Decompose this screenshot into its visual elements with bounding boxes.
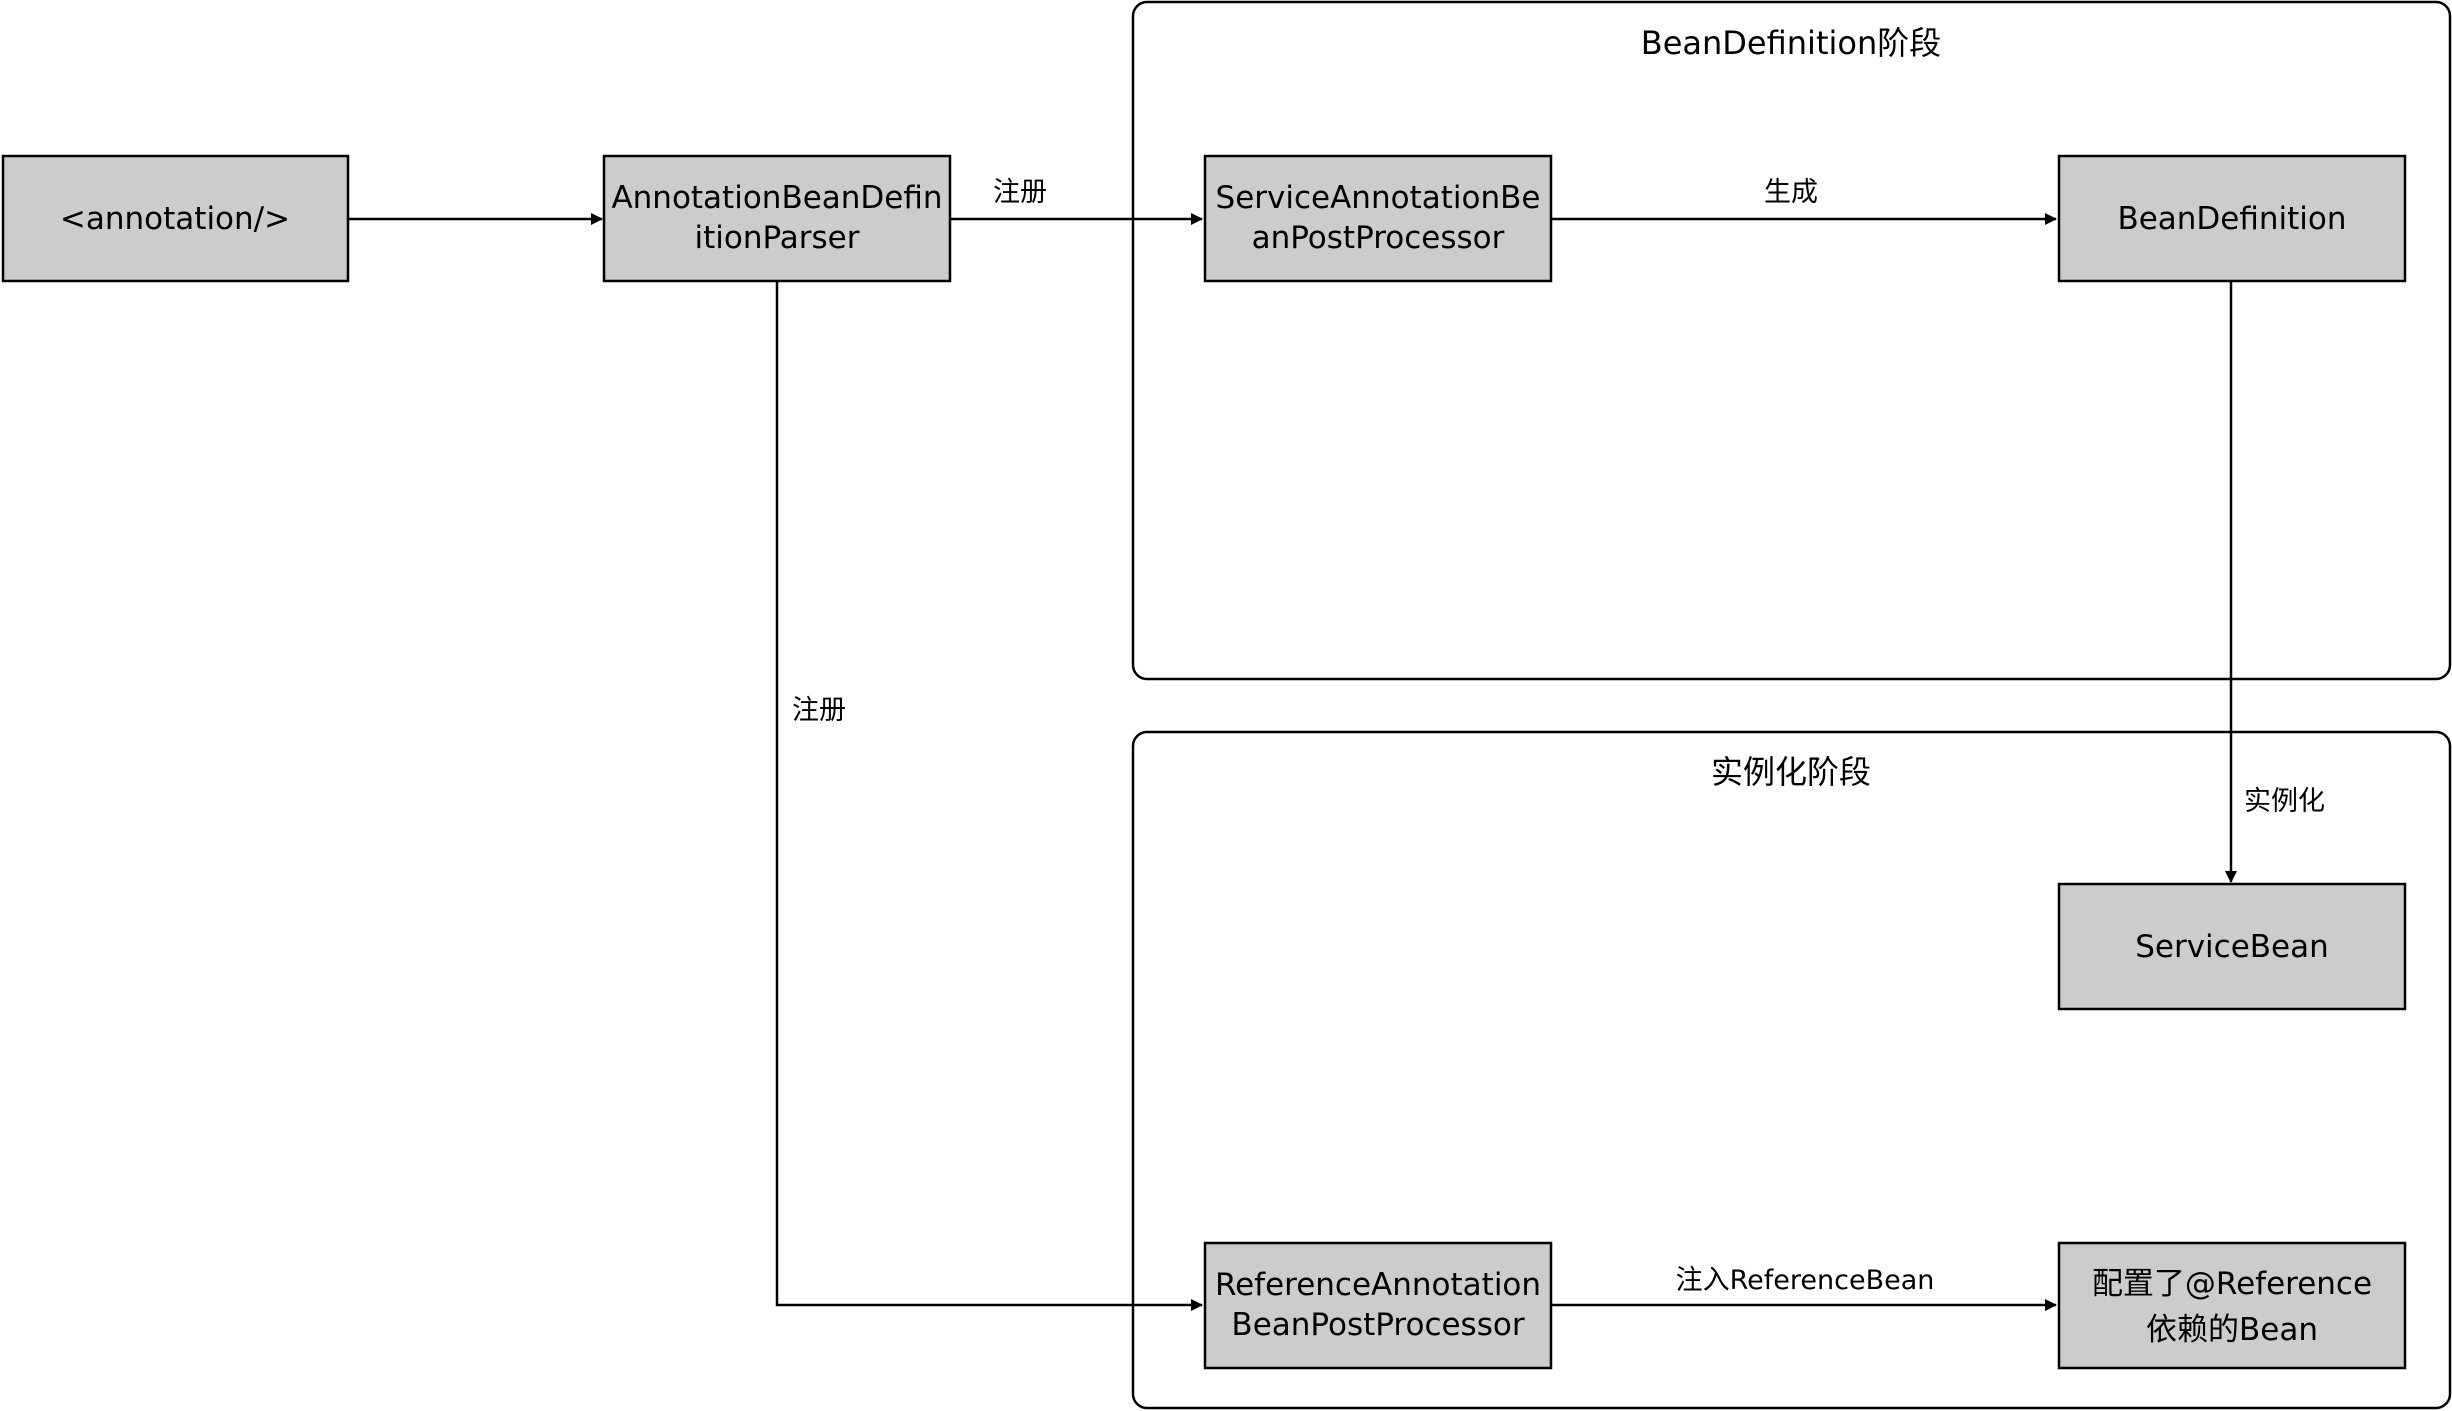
edge-label-definition-to-service-bean: 实例化 — [2244, 786, 2325, 817]
node-bean-definition-label: BeanDefinition — [2117, 201, 2346, 237]
node-service-processor-label-line-1: ServiceAnnotationBe — [1216, 180, 1541, 216]
node-annotation[interactable]: <annotation/> — [1, 154, 350, 283]
node-dependent-bean-label-line-2: 依赖的Bean — [2146, 1312, 2318, 1348]
edges: 注册 生成 实例化 注册 注入ReferenceBean — [348, 177, 2325, 1311]
node-reference-processor-label-line-2: BeanPostProcessor — [1231, 1307, 1524, 1343]
edge-label-service-to-definition: 生成 — [1764, 177, 1818, 208]
node-reference-processor-label-line-1: ReferenceAnnotation — [1215, 1267, 1541, 1303]
node-service-processor-label-line-2: anPostProcessor — [1252, 220, 1505, 256]
node-reference-processor[interactable]: ReferenceAnnotation BeanPostProcessor — [1203, 1241, 1553, 1370]
group-beandefinition-stage: BeanDefinition阶段 — [1131, 0, 2452, 681]
group-beandefinition-frame — [1131, 0, 2452, 681]
node-dependent-bean-label-line-1: 配置了@Reference — [2092, 1266, 2372, 1302]
node-parser-box[interactable] — [602, 154, 952, 283]
node-annotation-box[interactable] — [1, 154, 350, 283]
node-parser[interactable]: AnnotationBeanDefin itionParser — [602, 154, 952, 283]
node-service-processor-box[interactable] — [1203, 154, 1553, 283]
group-instantiation-frame — [1131, 730, 2452, 1410]
node-reference-processor-box[interactable] — [1203, 1241, 1553, 1370]
node-parser-label-line-2: itionParser — [694, 220, 859, 256]
group-instantiation-stage: 实例化阶段 — [1131, 730, 2452, 1410]
node-bean-definition-box[interactable] — [2057, 154, 2407, 283]
node-bean-definition[interactable]: BeanDefinition — [2057, 154, 2407, 283]
node-service-bean-label: ServiceBean — [2135, 929, 2329, 965]
edge-label-reference-to-bean: 注入ReferenceBean — [1676, 1265, 1935, 1296]
node-service-bean-box[interactable] — [2057, 882, 2407, 1011]
node-service-bean[interactable]: ServiceBean — [2057, 882, 2407, 1011]
node-annotation-label: <annotation/> — [60, 201, 290, 237]
edge-label-parser-to-service: 注册 — [993, 177, 1047, 208]
node-service-processor[interactable]: ServiceAnnotationBe anPostProcessor — [1203, 154, 1553, 283]
node-parser-label-line-1: AnnotationBeanDefin — [611, 180, 942, 216]
group-beandefinition-title: BeanDefinition阶段 — [1641, 24, 1942, 62]
edge-parser-to-reference-processor — [775, 281, 1203, 1311]
node-dependent-bean-box[interactable] — [2057, 1241, 2407, 1370]
edge-label-parser-to-reference: 注册 — [792, 695, 846, 726]
node-dependent-bean[interactable]: 配置了@Reference 依赖的Bean — [2057, 1241, 2407, 1370]
group-instantiation-title: 实例化阶段 — [1711, 753, 1871, 791]
